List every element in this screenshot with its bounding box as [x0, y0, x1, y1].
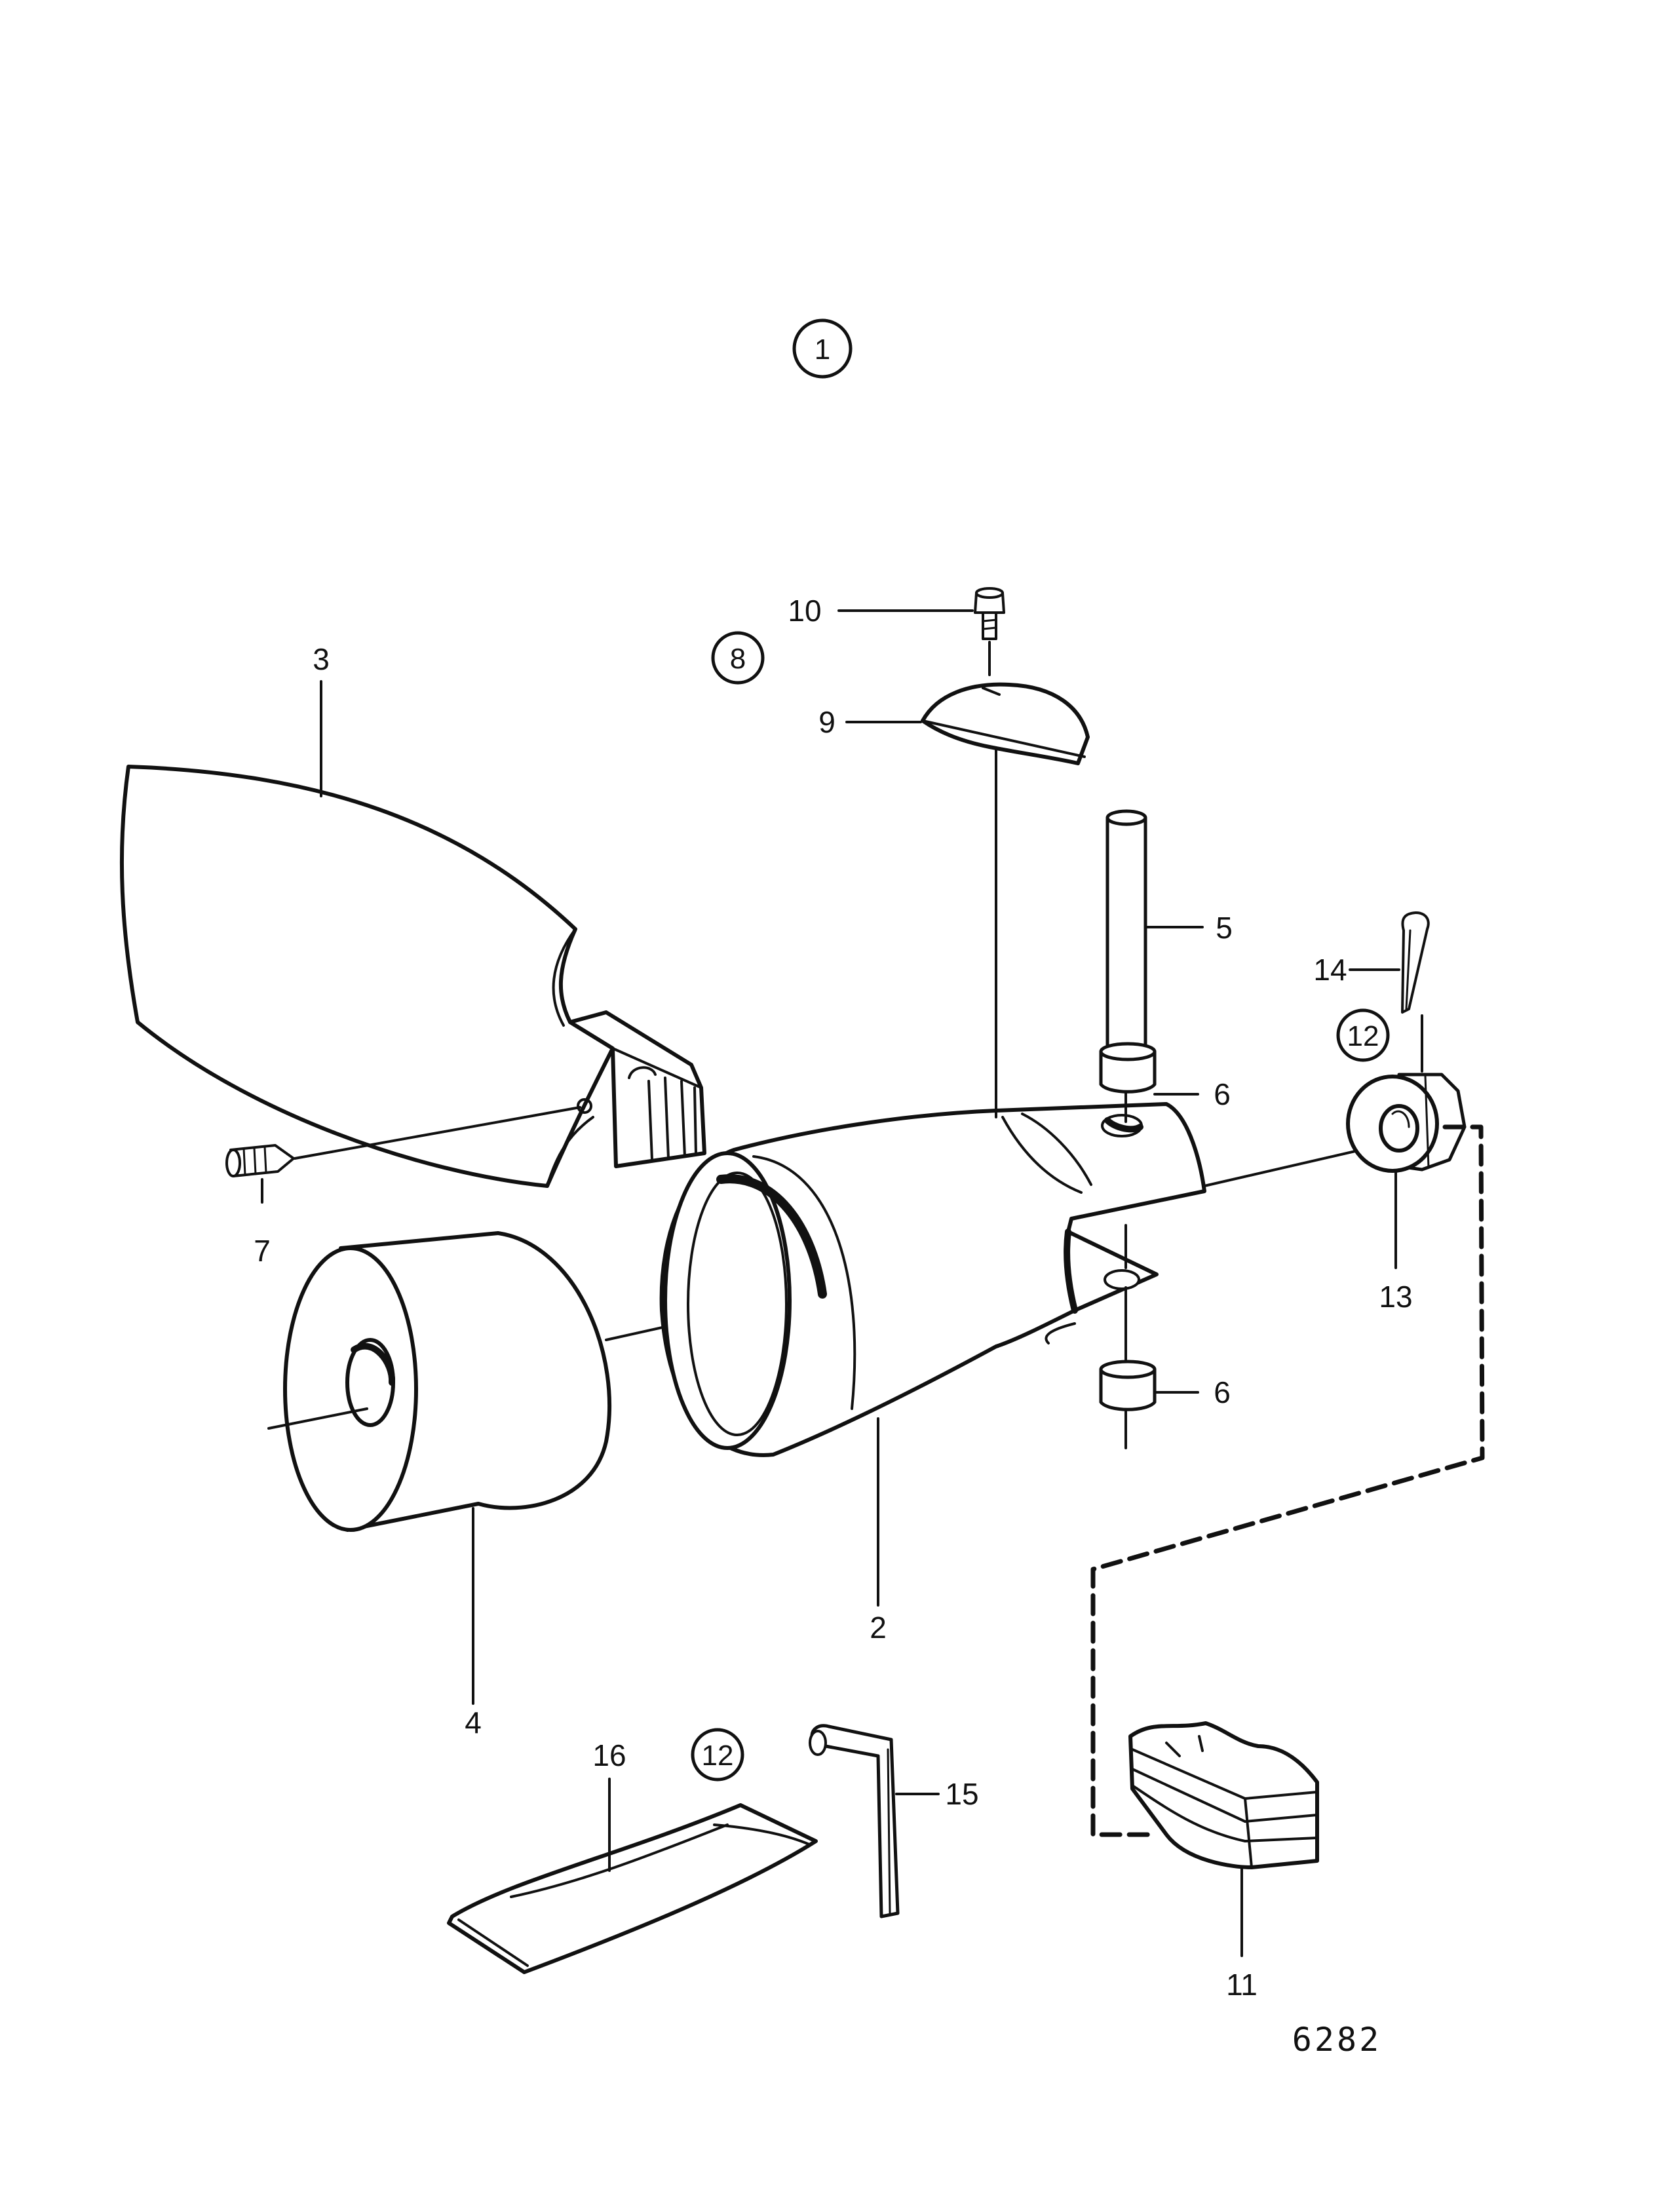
figure-reference: 6282 [1292, 2021, 1381, 2059]
label-6a: 6 [1214, 1077, 1231, 1111]
callout-8-text: 8 [730, 643, 746, 675]
castle-nut [1346, 1073, 1467, 1173]
axis-set-screw [294, 1106, 581, 1160]
callout-12b-text: 12 [702, 1740, 734, 1772]
callout-8: 8 [711, 631, 765, 685]
callout-1-text: 1 [815, 334, 830, 366]
callout-12-upper: 12 [1336, 1008, 1390, 1062]
label-15: 15 [945, 1777, 978, 1811]
zinc-anode [1128, 1721, 1319, 1869]
label-9: 9 [818, 705, 836, 739]
grease-tube [447, 1803, 818, 1974]
rudder-blade [119, 765, 706, 1188]
hex-key [809, 1724, 900, 1918]
bushing-lower [1099, 1360, 1157, 1411]
label-16: 16 [592, 1738, 626, 1772]
rudder-housing [659, 1102, 1206, 1457]
axis-left [267, 1407, 368, 1430]
pivot-pin [1105, 809, 1147, 1058]
label-4: 4 [465, 1706, 482, 1740]
rubber-bushing [283, 1231, 612, 1532]
label-13: 13 [1379, 1280, 1412, 1314]
label-7: 7 [254, 1234, 271, 1268]
label-3: 3 [313, 642, 330, 676]
label-6b: 6 [1214, 1375, 1231, 1409]
label-2: 2 [870, 1611, 887, 1645]
bushing-upper [1099, 1042, 1157, 1094]
dashed-connector [1090, 1124, 1485, 1837]
cotter-pin [1401, 911, 1430, 1014]
callout-12a-text: 12 [1347, 1020, 1379, 1052]
callout-1: 1 [792, 318, 853, 379]
label-10: 10 [788, 594, 821, 628]
label-11: 11 [1226, 1968, 1258, 2002]
label-5: 5 [1216, 911, 1233, 945]
set-screw [225, 1144, 295, 1177]
callout-12-lower: 12 [691, 1728, 744, 1782]
cap-cover [921, 682, 1090, 765]
cap-screw [974, 587, 1005, 640]
label-14: 14 [1313, 953, 1347, 987]
